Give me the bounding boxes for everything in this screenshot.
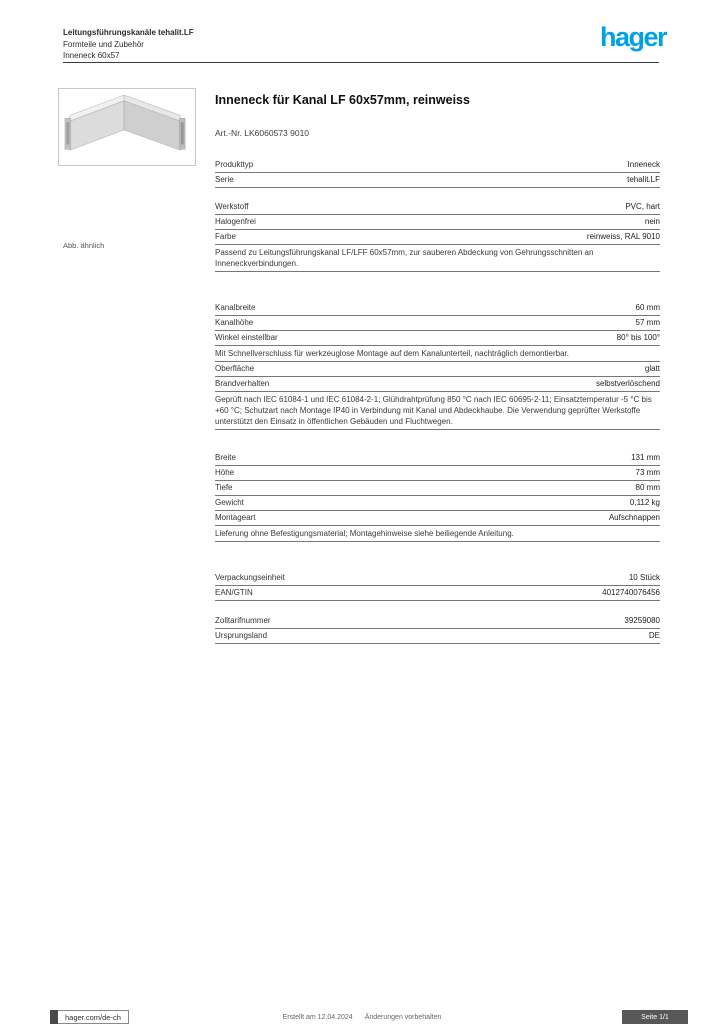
spec-row: Farbe reinweiss, RAL 9010 (215, 230, 660, 245)
spec-label: Breite (215, 453, 236, 462)
spec-label: Produkttyp (215, 160, 254, 169)
spec-label: Halogenfrei (215, 217, 256, 226)
footer-date: Erstellt am 12.04.2024 (282, 1014, 353, 1021)
spec-row: Höhe 73 mm (215, 466, 660, 481)
spec-label: Kanalhöhe (215, 318, 254, 327)
spec-value: 73 mm (635, 468, 660, 477)
spec-row: Montageart Aufschnappen (215, 511, 660, 526)
footer-disclaimer: Änderungen vorbehalten (364, 1014, 442, 1021)
spec-value: 10 Stück (628, 573, 660, 582)
spec-row: Tiefe 80 mm (215, 481, 660, 496)
spec-label: Werkstoff (215, 202, 249, 211)
spec-section-4: Breite 131 mm Höhe 73 mm Tiefe 80 mm Gew… (215, 451, 660, 542)
spec-label: Tiefe (215, 483, 233, 492)
footer-website-box: hager.com/de-ch (50, 1010, 129, 1024)
page-number-badge: Seite 1/1 (622, 1010, 688, 1024)
product-image-frame (58, 88, 196, 166)
header-divider (63, 62, 659, 63)
spec-value: nein (644, 217, 660, 226)
category-block: Leitungsführungskanäle tehalit.LF Formte… (63, 27, 194, 62)
spec-section-3: Kanalbreite 60 mm Kanalhöhe 57 mm Winkel… (215, 301, 660, 430)
spec-section-5: Verpackungseinheit 10 Stück EAN/GTIN 401… (215, 571, 660, 601)
spec-value: 57 mm (635, 318, 660, 327)
hager-logo: hager (599, 22, 668, 52)
spec-section-2: Werkstoff PVC, hart Halogenfrei nein Far… (215, 200, 660, 272)
spec-row: Produkttyp Inneneck (215, 158, 660, 173)
category-line-2: Formteile und Zubehör (63, 39, 144, 49)
image-caption: Abb. ähnlich (63, 241, 105, 250)
spec-label: Gewicht (215, 498, 244, 507)
spec-row: Kanalbreite 60 mm (215, 301, 660, 316)
spec-value: PVC, hart (625, 202, 660, 211)
spec-row: Werkstoff PVC, hart (215, 200, 660, 215)
spec-row: Kanalhöhe 57 mm (215, 316, 660, 331)
spec-value: 0,112 kg (629, 498, 660, 507)
spec-row: Halogenfrei nein (215, 215, 660, 230)
category-line-3: Inneneck 60x57 (63, 51, 120, 60)
footer-center-text: Erstellt am 12.04.2024 Änderungen vorbeh… (283, 1014, 442, 1021)
spec-label: Montageart (215, 513, 256, 522)
spec-value: DE (648, 631, 660, 640)
spec-value: tehalit.LF (627, 175, 660, 184)
spec-value: 131 mm (631, 453, 660, 462)
spec-row: Ursprungsland DE (215, 629, 660, 644)
spec-label: Serie (215, 175, 234, 184)
product-title: Inneneck für Kanal LF 60x57mm, reinweiss (215, 93, 470, 107)
spec-value: 39259080 (624, 616, 660, 625)
spec-row-note: Geprüft nach IEC 61084-1 und IEC 61084-2… (215, 392, 660, 430)
spec-value: Inneneck (627, 160, 660, 169)
spec-row: Zolltarifnummer 39259080 (215, 614, 660, 629)
spec-row: Oberfläche glatt (215, 362, 660, 377)
spec-label: Höhe (215, 468, 235, 477)
spec-value: reinweiss, RAL 9010 (586, 232, 660, 241)
spec-row: Winkel einstellbar 80° bis 100° (215, 331, 660, 346)
spec-row-note: Passend zu Leitungsführungskanal LF/LFF … (215, 245, 660, 272)
website-link[interactable]: hager.com/de-ch (58, 1010, 129, 1024)
spec-row: Breite 131 mm (215, 451, 660, 466)
spec-label: Oberfläche (215, 364, 255, 373)
spec-label: Ursprungsland (215, 631, 268, 640)
spec-section-1: Produkttyp Inneneck Serie tehalit.LF (215, 158, 660, 188)
spec-tables: Produkttyp Inneneck Serie tehalit.LF Wer… (215, 158, 660, 644)
spec-value: 80° bis 100° (616, 333, 660, 342)
spec-row: Brandverhalten selbstverlöschend (215, 377, 660, 392)
spec-label: Farbe (215, 232, 236, 241)
spec-label: Verpackungseinheit (215, 573, 285, 582)
spec-row: Gewicht 0,112 kg (215, 496, 660, 511)
product-reference: Art.-Nr. LK6060573 9010 (215, 128, 310, 138)
spec-label: EAN/GTIN (215, 588, 253, 597)
spec-row: Serie tehalit.LF (215, 173, 660, 188)
spec-value: Aufschnappen (608, 513, 660, 522)
spec-value: glatt (644, 364, 660, 373)
spec-label: Brandverhalten (215, 379, 270, 388)
category-line-1: Leitungsführungskanäle tehalit.LF (63, 28, 194, 37)
spec-row-note: Lieferung ohne Befestigungsmaterial; Mon… (215, 526, 660, 542)
spec-row-note: Mit Schnellverschluss für werkzeuglose M… (215, 346, 660, 362)
spec-label: Kanalbreite (215, 303, 256, 312)
spec-row: EAN/GTIN 4012740076456 (215, 586, 660, 601)
spec-section-6: Zolltarifnummer 39259080 Ursprungsland D… (215, 614, 660, 644)
spec-row: Verpackungseinheit 10 Stück (215, 571, 660, 586)
spec-value: 4012740076456 (602, 588, 660, 597)
spec-value: 80 mm (635, 483, 660, 492)
product-image (64, 94, 186, 151)
footer-accent-bar (50, 1010, 58, 1024)
spec-label: Winkel einstellbar (215, 333, 278, 342)
main-content: Inneneck für Kanal LF 60x57mm, reinweiss… (215, 93, 660, 644)
spec-value: selbstverlöschend (595, 379, 660, 388)
spec-label: Zolltarifnummer (215, 616, 271, 625)
spec-value: 60 mm (635, 303, 660, 312)
